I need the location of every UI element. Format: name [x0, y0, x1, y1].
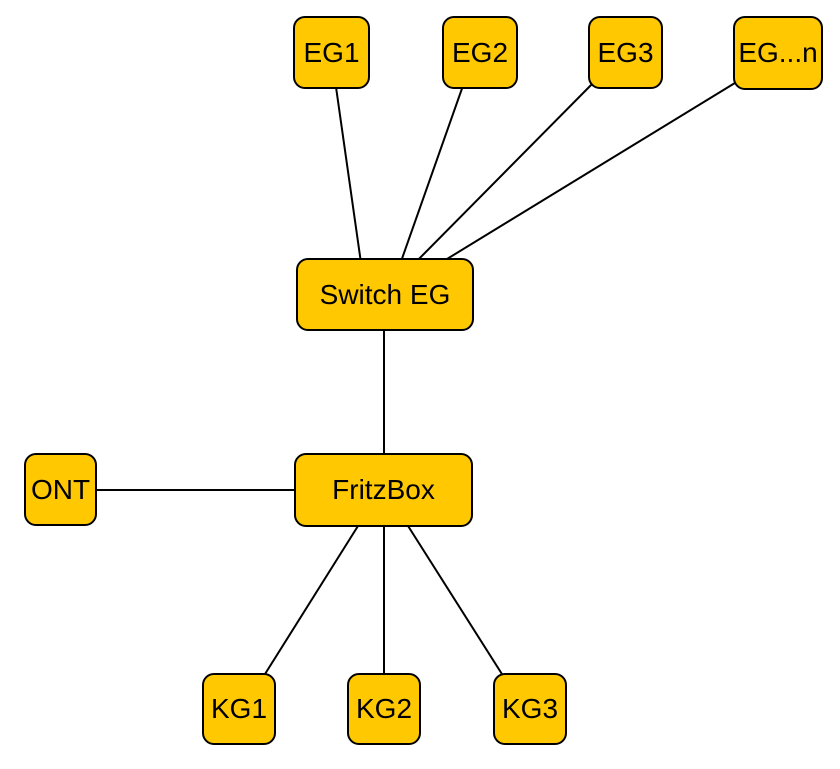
- edge-eg1-switch-eg: [334, 79, 363, 271]
- node-label-eg2: EG2: [451, 36, 509, 68]
- node-label-kg1: KG1: [210, 693, 268, 724]
- node-kg2[interactable]: KG2: [347, 673, 421, 745]
- node-label-kg2: KG2: [355, 693, 413, 724]
- node-label-egn: EG...n: [738, 37, 818, 68]
- node-kg1[interactable]: KG1: [202, 673, 276, 745]
- edge-fritzbox-kg1: [259, 517, 364, 683]
- node-label-ont: ONT: [30, 473, 91, 505]
- node-label-eg3: EG3: [597, 36, 654, 68]
- edge-fritzbox-kg3: [402, 517, 508, 683]
- node-label-eg1: EG1: [303, 36, 360, 68]
- node-switch-eg[interactable]: Switch EG: [296, 258, 474, 331]
- edge-eg3-switch-eg: [407, 77, 599, 271]
- node-fritzbox[interactable]: FritzBox: [294, 453, 473, 527]
- node-eg1[interactable]: EG1: [293, 16, 370, 89]
- node-label-switch-eg: Switch EG: [319, 278, 451, 310]
- node-ont[interactable]: ONT: [24, 453, 97, 526]
- node-label-fritzbox: FritzBox: [332, 474, 435, 505]
- edge-eg2-switch-eg: [397, 79, 466, 271]
- node-eg2[interactable]: EG2: [442, 16, 518, 89]
- node-label-kg3: KG3: [501, 693, 559, 724]
- edge-egn-switch-eg: [428, 74, 749, 271]
- node-egn[interactable]: EG...n: [733, 16, 823, 90]
- node-kg3[interactable]: KG3: [493, 673, 567, 745]
- node-eg3[interactable]: EG3: [588, 16, 663, 89]
